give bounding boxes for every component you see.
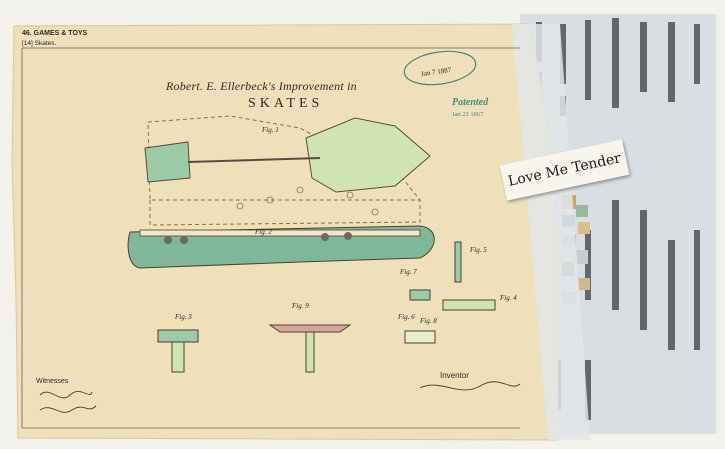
toe-plate [305,117,431,193]
figure-label-6: Fig. 6 [398,313,415,321]
figure-label-2: Fig. 2 [255,228,272,236]
signatures [39,381,521,413]
figure-label-1: Fig. 1 [262,126,279,134]
figure-label-4: Fig. 4 [500,294,517,302]
boot-eyelets [236,172,379,216]
figure-label-3: Fig. 3 [175,313,192,321]
detail-figures [157,241,496,373]
figure-label-8: Fig. 8 [420,317,437,325]
figure-label-7: Fig. 7 [400,268,417,276]
figure-label-9: Fig. 9 [292,302,309,310]
blade-clamps [164,232,352,244]
skate-blade [127,225,435,269]
patent-border [21,47,520,429]
patent-heading: SKATES [248,96,324,111]
newsprint-overlay [512,24,590,440]
witnesses-label: Witnesses [36,378,69,385]
section-heading: 46. GAMES & TOYS [22,30,88,37]
section-subheading: [14] Skates. [22,40,57,47]
patented-label: Patented [452,97,489,108]
figure-label-5: Fig. 5 [470,246,487,254]
patent-title: Robert. E. Ellerbeck's Improvement in [166,79,357,93]
blade-runner-top [139,229,421,237]
connecting-rod [187,157,321,163]
heel-plate [144,141,191,183]
inventor-label: Inventor [440,371,469,380]
patented-date: Jan 22 1867 [452,111,484,118]
date-stamp [403,50,477,86]
